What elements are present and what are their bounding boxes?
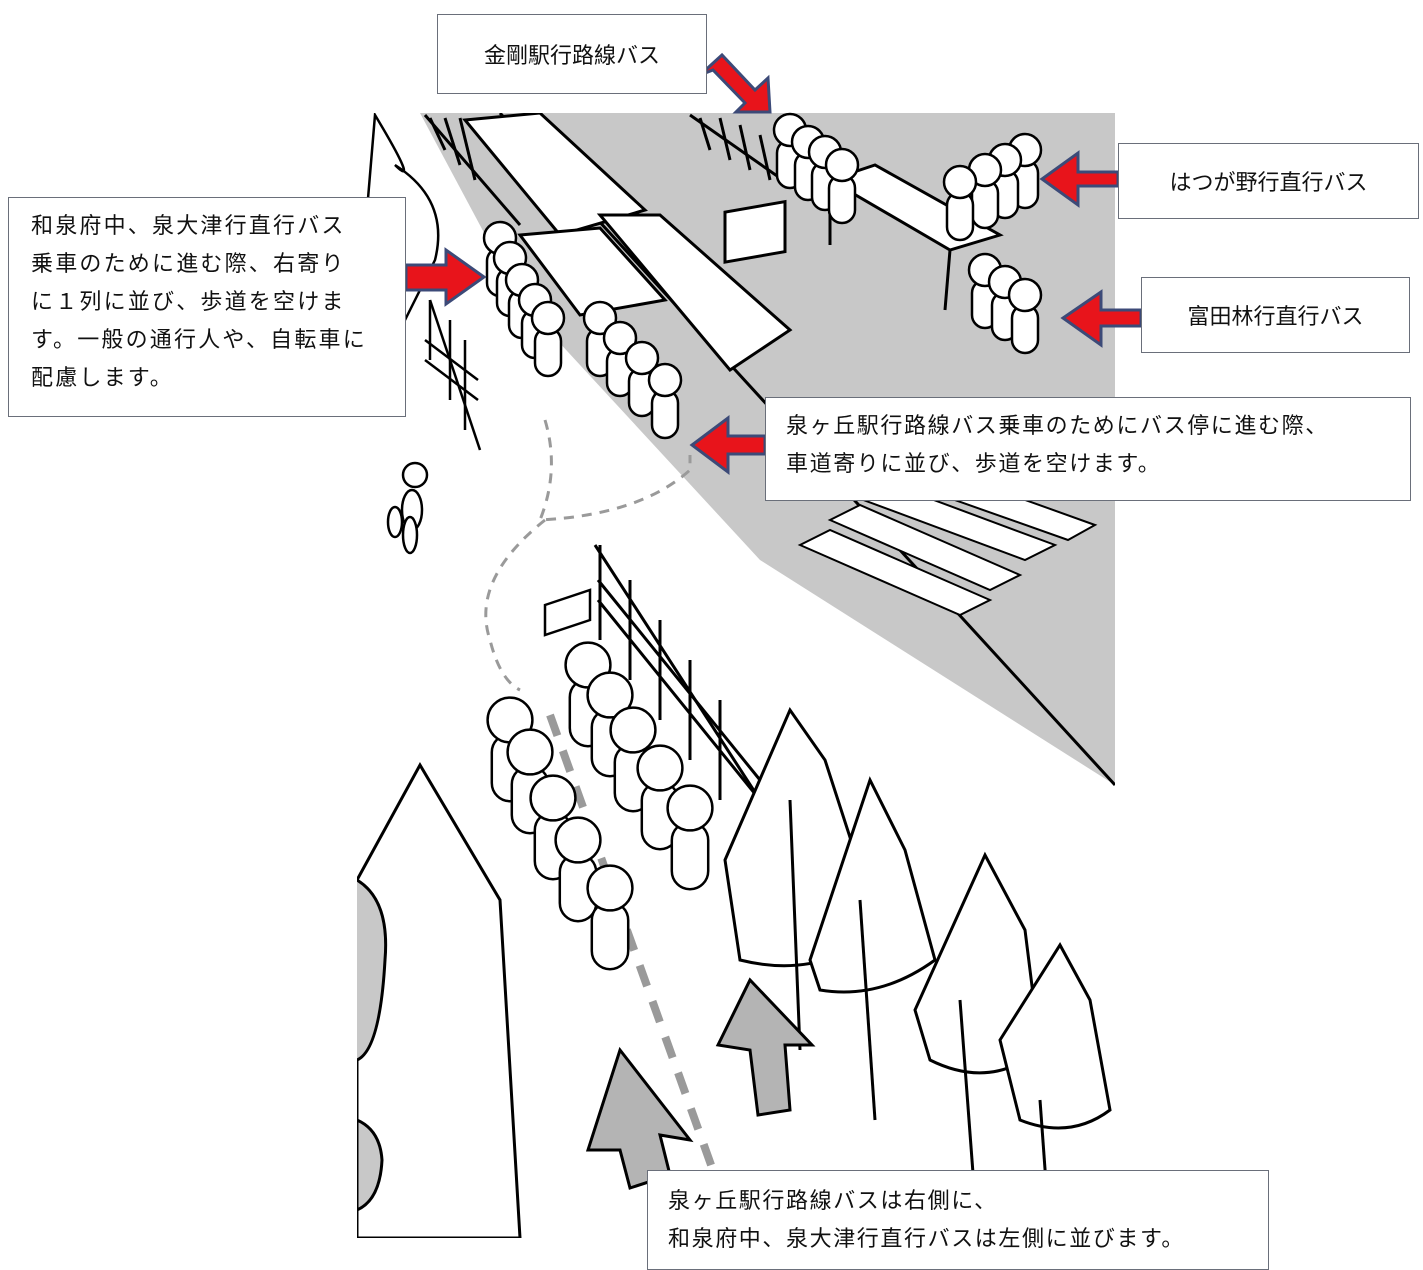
person-icon bbox=[824, 147, 860, 225]
callout-line: 和泉府中、泉大津行直行バスは左側に並びます。 bbox=[668, 1227, 1186, 1252]
callout-line: す。一般の通行人や、自転車に bbox=[31, 328, 367, 353]
callout-line: 泉ヶ丘駅行路線バス乗車のためにバス停に進む際、 bbox=[786, 414, 1329, 439]
person-icon bbox=[942, 164, 978, 242]
person-icon bbox=[554, 816, 602, 923]
callout-kongo-station-bus: 金剛駅行路線バス bbox=[437, 14, 707, 94]
callout-izumi-fuchu-bus: 和泉府中、泉大津行直行バス 乗車のために進む際、右寄り に１列に並び、歩道を空け… bbox=[8, 197, 406, 417]
hill bbox=[357, 878, 388, 1062]
walk-direction-arrow-icon bbox=[585, 1046, 694, 1190]
sign bbox=[543, 588, 592, 637]
callout-izumigaoka-bus: 泉ヶ丘駅行路線バス乗車のためにバス停に進む際、 車道寄りに並び、歩道を空けます。 bbox=[765, 397, 1411, 501]
callout-tondabayashi-text: 富田林行直行バス bbox=[1187, 305, 1364, 330]
walk-direction-arrow-icon bbox=[715, 977, 816, 1117]
fence-lower bbox=[593, 544, 762, 801]
fence-top bbox=[423, 113, 791, 226]
callout-line: 配慮します。 bbox=[31, 366, 175, 391]
callout-kongo-text: 金剛駅行路線バス bbox=[483, 44, 660, 69]
person-icon bbox=[1007, 277, 1043, 355]
bicycle-icon bbox=[386, 461, 429, 555]
callout-tondabayashi-bus: 富田林行直行バス bbox=[1141, 277, 1410, 353]
bus-shelter-left bbox=[462, 113, 793, 372]
red-arrow-icon bbox=[1060, 289, 1143, 348]
callout-line: 車道寄りに並び、歩道を空けます。 bbox=[786, 452, 1162, 477]
red-arrow-icon bbox=[698, 52, 772, 114]
hill bbox=[357, 1118, 384, 1212]
dashed-path bbox=[537, 419, 692, 522]
hill bbox=[357, 761, 522, 1238]
red-arrow-icon bbox=[689, 415, 767, 475]
person-icon bbox=[666, 784, 714, 891]
center-dashed-line bbox=[546, 713, 724, 1192]
fence-left bbox=[424, 299, 482, 451]
person-icon bbox=[530, 300, 566, 378]
red-arrow-icon bbox=[1039, 150, 1120, 208]
callout-hatsugano-text: はつが野行直行バス bbox=[1169, 171, 1368, 196]
person-icon bbox=[967, 152, 1003, 230]
red-arrows bbox=[404, 52, 1143, 475]
callout-line: 乗車のために進む際、右寄り bbox=[31, 252, 346, 277]
trees bbox=[723, 706, 1112, 1238]
dashed-path bbox=[484, 518, 546, 692]
red-arrow-icon bbox=[404, 247, 487, 307]
person-icon bbox=[586, 864, 634, 971]
people-queues bbox=[482, 112, 1043, 971]
callout-line: 泉ヶ丘駅行路線バスは右側に、 bbox=[668, 1189, 998, 1214]
callout-line: 和泉府中、泉大津行直行バス bbox=[31, 214, 346, 239]
callout-line: に１列に並び、歩道を空けま bbox=[31, 290, 346, 315]
callout-queue-sides: 泉ヶ丘駅行路線バスは右側に、 和泉府中、泉大津行直行バスは左側に並びます。 bbox=[647, 1170, 1269, 1270]
callout-hatsugano-bus: はつが野行直行バス bbox=[1118, 143, 1419, 219]
person-icon bbox=[647, 362, 683, 440]
